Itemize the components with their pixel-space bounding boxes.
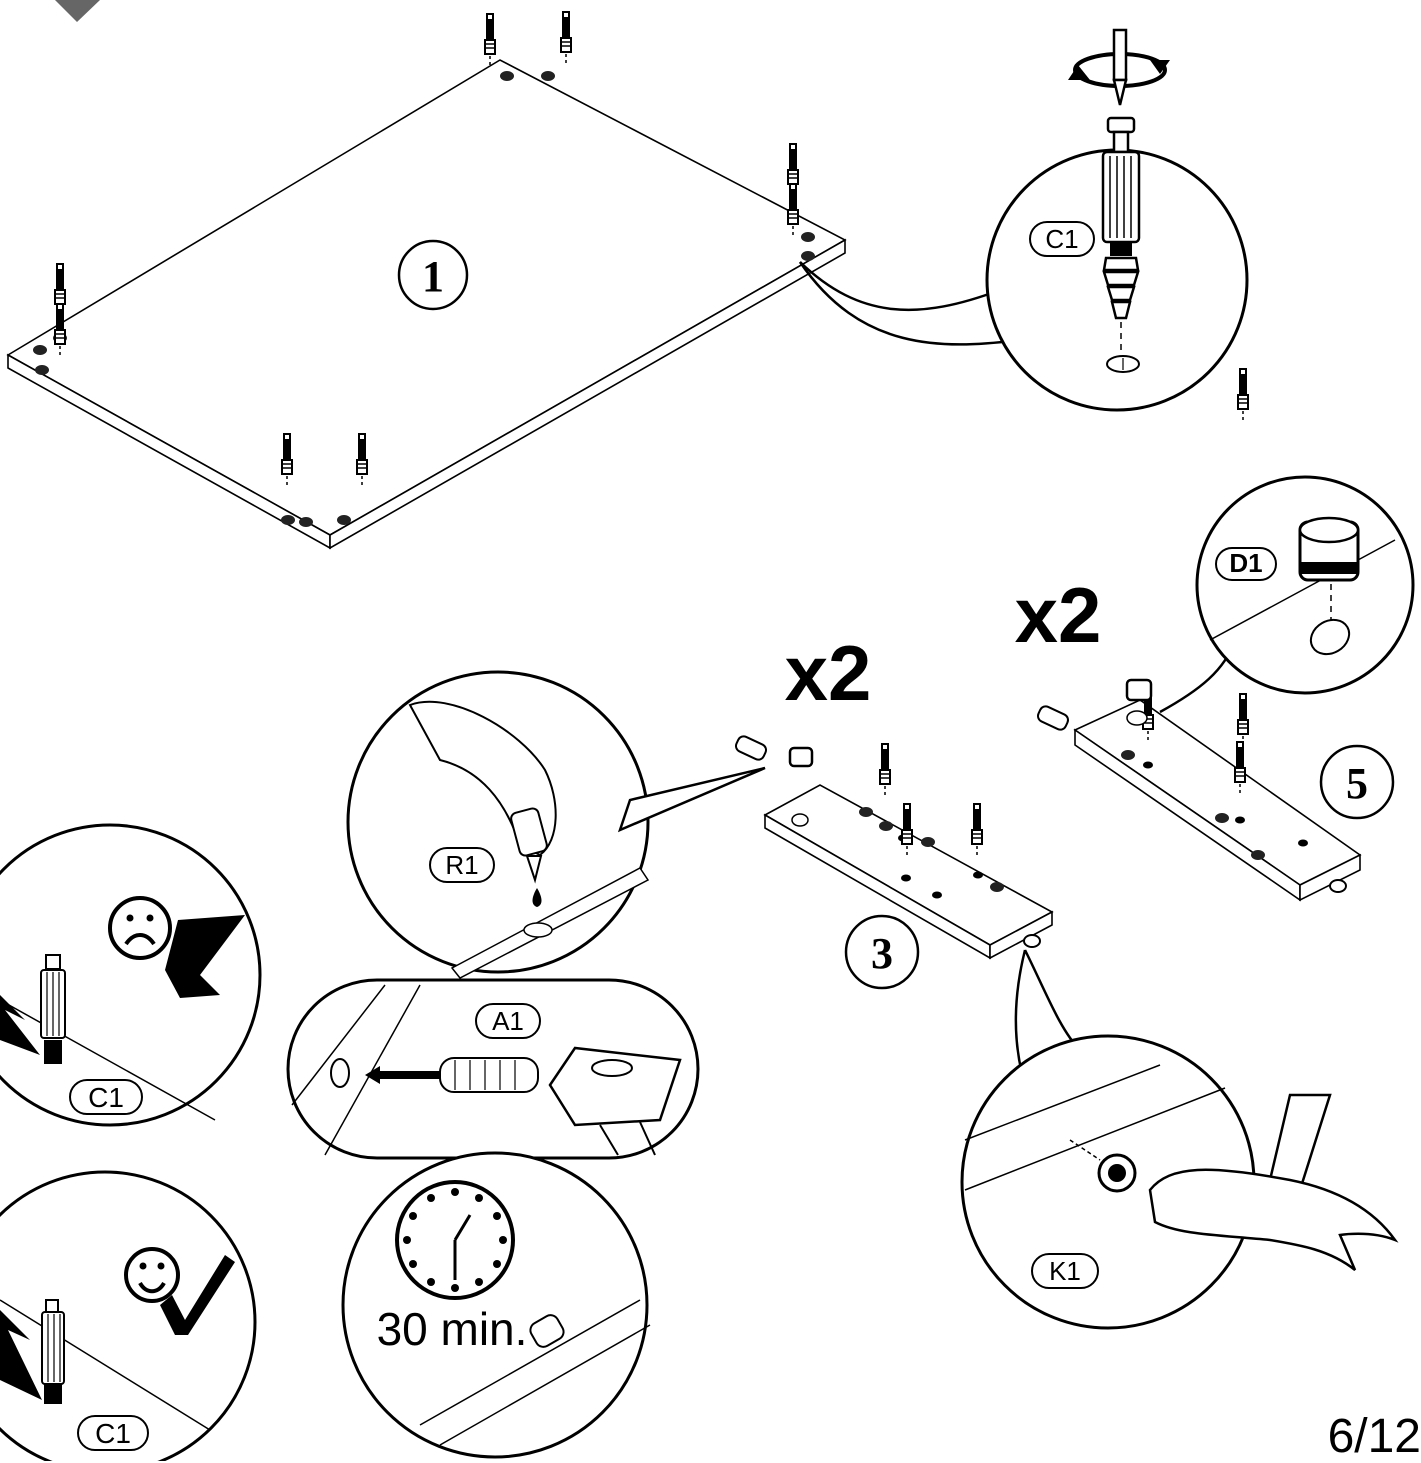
- detail-d1: D1: [1159, 475, 1415, 714]
- c1-label-wrong: C1: [88, 1082, 124, 1113]
- detail-wrong: C1: [0, 823, 262, 1127]
- part-1-number: 1: [422, 252, 444, 301]
- board-3-cam: [734, 735, 1041, 948]
- board-part-5: [1073, 699, 1362, 902]
- part-3-badge: [844, 914, 920, 990]
- board-3-holes: [791, 807, 1004, 899]
- wait-time-label: 30 min.: [377, 1303, 528, 1355]
- detail-a1: A1: [286, 978, 700, 1160]
- corner-marker: [55, 0, 100, 22]
- c1-label-right: C1: [95, 1418, 131, 1449]
- part-5-quantity: x2: [1015, 571, 1102, 659]
- detail-c1-top: C1: [798, 28, 1249, 412]
- part-3-quantity: x2: [785, 629, 872, 717]
- d1-label: D1: [1229, 548, 1262, 578]
- board-part-3: [763, 784, 1054, 960]
- part-5-badge: [1319, 744, 1395, 820]
- detail-wait-time: 30 min.: [341, 1151, 651, 1459]
- part-1-badge: [397, 239, 469, 311]
- detail-right: C1: [0, 1170, 257, 1461]
- clock-icon: [395, 1180, 515, 1300]
- part-5-number: 5: [1346, 759, 1368, 808]
- part-3-number: 3: [871, 929, 893, 978]
- k1-label: K1: [1049, 1256, 1081, 1286]
- page-number: 6/12: [1327, 1410, 1421, 1463]
- board-5-cam: [1036, 678, 1347, 893]
- detail-r1: R1: [346, 670, 766, 979]
- a1-label: A1: [492, 1006, 524, 1036]
- r1-label: R1: [445, 850, 478, 880]
- hammer-icon: [1148, 1093, 1399, 1271]
- c1-label-top: C1: [1045, 224, 1078, 254]
- glue-bottle-icon: [408, 700, 557, 907]
- sad-face-cross-icon: [108, 896, 245, 998]
- smiley-face-check-icon: [124, 1247, 235, 1335]
- detail-k1: K1: [960, 949, 1399, 1330]
